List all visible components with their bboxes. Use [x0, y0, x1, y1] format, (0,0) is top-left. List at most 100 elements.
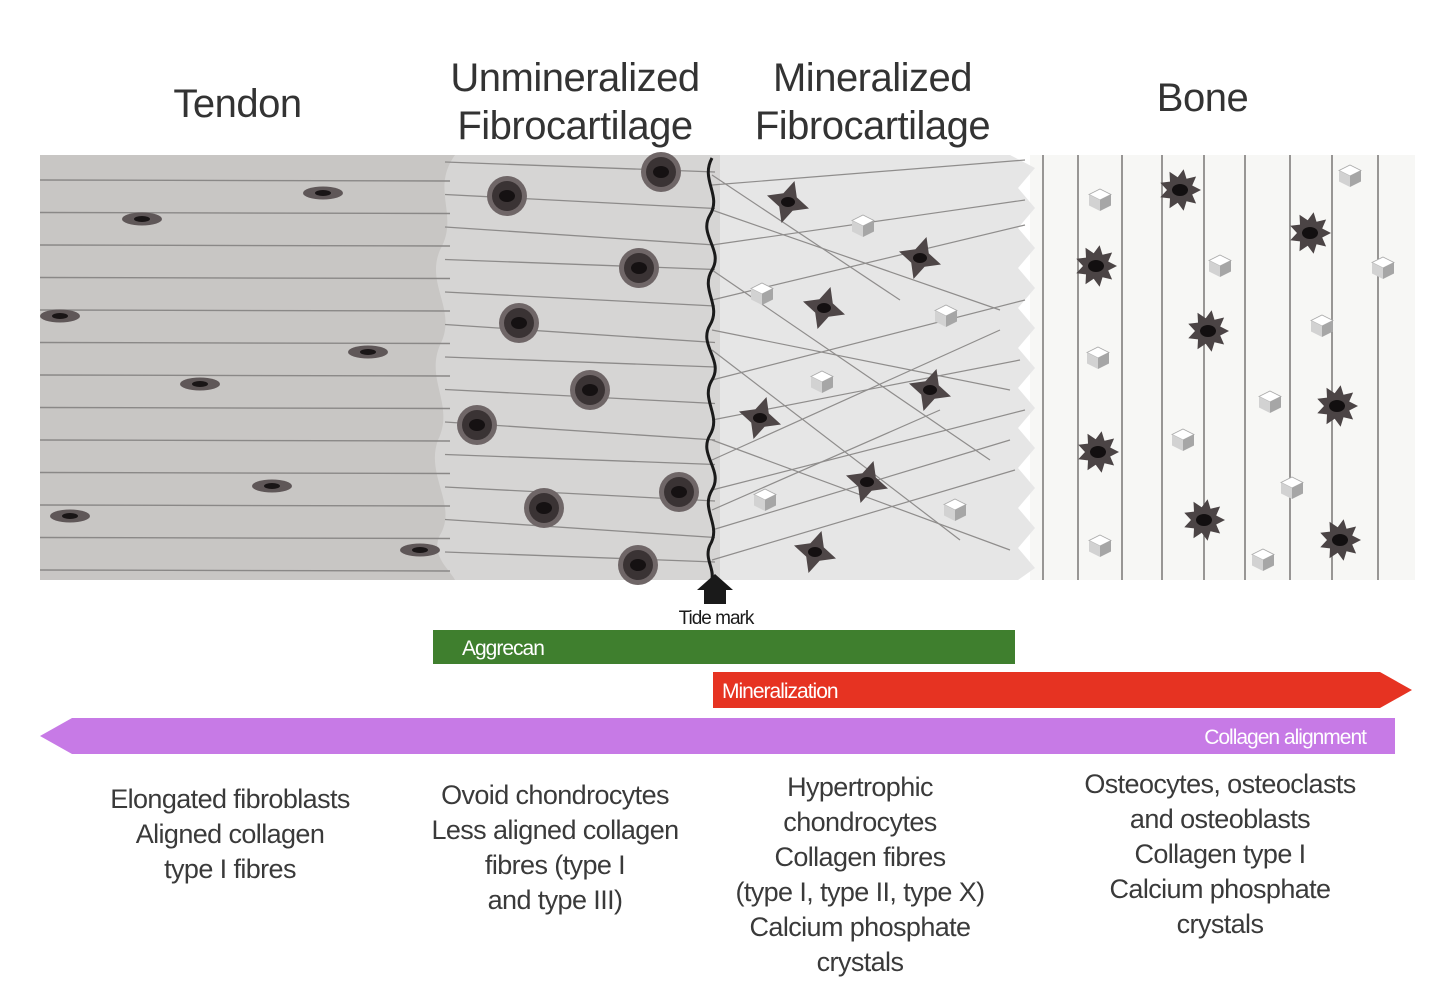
collagen-fibre — [39, 179, 451, 182]
description-unmineralized-line: Less aligned collagen — [431, 815, 679, 845]
description-bone-line: Osteocytes, osteoclasts — [1084, 769, 1356, 799]
description-tendon-line: Aligned collagen — [135, 819, 325, 849]
description-unmineralized-line: and type III) — [487, 885, 623, 915]
chondrocyte — [457, 405, 497, 445]
collagen-fibre — [39, 471, 451, 475]
heading-unmineralized-fibrocartilage: Unmineralized Fibrocartilage — [430, 54, 720, 150]
mineralized-fibrocartilage-region — [700, 155, 1035, 580]
collagen-fibre — [39, 569, 451, 572]
crystal — [851, 214, 875, 237]
hypertrophic-chondrocyte — [794, 531, 836, 573]
fibroblast — [50, 509, 90, 523]
hypertrophic-chondrocyte — [909, 369, 951, 411]
collagen-fibre — [711, 299, 1026, 381]
crystal — [943, 498, 967, 521]
heading-tendon: Tendon — [130, 80, 345, 128]
collagen-fibre — [711, 349, 961, 541]
collagen-alignment-label: Collagen alignment — [1204, 726, 1367, 749]
collagen-fibre — [39, 341, 451, 345]
collagen-fibre — [444, 226, 716, 246]
bone-cells — [1076, 169, 1361, 561]
tendon-region — [40, 155, 455, 580]
heading-tendon-line-1: Tendon — [173, 82, 302, 126]
osteocyte — [1290, 212, 1331, 254]
tide-mark-line — [705, 157, 717, 579]
fibroblast-cells — [40, 186, 440, 557]
chondrocyte-cells — [457, 152, 699, 585]
aggrecan-bar — [433, 630, 1015, 664]
heading-mineralized-line-2: Fibrocartilage — [754, 104, 991, 148]
crystal — [1088, 534, 1112, 557]
collagen-fibre — [711, 409, 941, 511]
chondrocyte — [659, 472, 699, 512]
fibroblast — [252, 479, 292, 493]
description-bone-line: Collagen type I — [1134, 839, 1306, 869]
hypertrophic-chondrocyte — [899, 237, 941, 279]
collagen-fibre — [39, 276, 451, 280]
heading-unmineralized-line-2: Fibrocartilage — [457, 104, 693, 148]
crystal — [1171, 428, 1195, 451]
collagen-fibre — [711, 329, 1001, 461]
heading-unmineralized-line-1: Unmineralized — [450, 56, 700, 100]
osteocyte — [1320, 519, 1361, 561]
description-bone-line: Calcium phosphate — [1109, 874, 1332, 904]
fibroblast — [180, 377, 220, 391]
collagen-fibre — [39, 374, 451, 377]
chondrocyte — [487, 176, 527, 216]
collagen-fibre — [39, 536, 451, 540]
collagen-fibre — [39, 244, 451, 247]
crystal — [1086, 346, 1110, 369]
description-unmineralized-line: Ovoid chondrocytes — [441, 780, 669, 810]
tide-mark-label: Tide mark — [679, 608, 755, 629]
heading-bone-line-1: Bone — [1156, 76, 1249, 120]
crystal — [1310, 314, 1334, 337]
collagen-fibre — [444, 356, 716, 368]
description-mineralized-line: Hypertrophic — [787, 772, 933, 802]
crystal — [1338, 164, 1362, 187]
chondrocyte — [524, 488, 564, 528]
description-mineralized-line: chondrocytes — [783, 807, 937, 837]
crystal — [753, 488, 777, 511]
description-mineralized-line: crystals — [816, 947, 904, 977]
collagen-alignment-arrow — [40, 718, 1395, 754]
unmineralized-fibrocartilage-region — [430, 155, 720, 580]
fibroblast — [122, 212, 162, 226]
tendon-collagen-fibres — [39, 179, 451, 572]
fibroblast — [348, 345, 388, 359]
collagen-fibre — [711, 174, 901, 301]
description-bone-line: and osteoblasts — [1129, 804, 1311, 834]
fibroblast — [400, 543, 440, 557]
fibroblast — [303, 186, 343, 200]
chondrocyte — [618, 545, 658, 585]
hypertrophic-chondrocyte — [767, 181, 809, 223]
collagen-fibre — [444, 551, 716, 563]
description-mineralized-line: Calcium phosphate — [749, 912, 972, 942]
crystal — [1371, 256, 1395, 279]
chondrocyte — [570, 370, 610, 410]
description-mineralized: Hypertrophic chondrocytes Collagen fibre… — [705, 770, 1015, 980]
collagen-fibre — [711, 469, 1016, 561]
collagen-fibre — [711, 329, 1011, 391]
crystal — [810, 370, 834, 393]
tide-mark-arrow-icon — [697, 574, 733, 604]
collagen-fibre — [39, 211, 451, 215]
description-unmineralized-line: fibres (type I — [484, 850, 626, 880]
description-mineralized-line: Collagen fibres — [774, 842, 946, 872]
description-bone-line: crystals — [1176, 909, 1264, 939]
collagen-fibre — [444, 323, 716, 344]
collagen-fibre — [444, 453, 716, 466]
description-tendon-line: type I fibres — [164, 854, 296, 884]
chondrocyte — [641, 152, 681, 192]
collagen-fibre — [711, 209, 1001, 311]
osteocyte — [1317, 385, 1358, 427]
collagen-fibre — [39, 504, 451, 507]
calcium-phosphate-crystals — [750, 164, 1395, 571]
crystal — [1251, 548, 1275, 571]
crystal — [934, 304, 958, 327]
mineralization-arrow — [713, 672, 1412, 708]
collagen-fibre — [39, 406, 451, 410]
crystal — [750, 282, 774, 305]
hypertrophic-chondrocyte — [803, 287, 845, 329]
heading-mineralized-fibrocartilage: Mineralized Fibrocartilage — [735, 54, 1010, 150]
